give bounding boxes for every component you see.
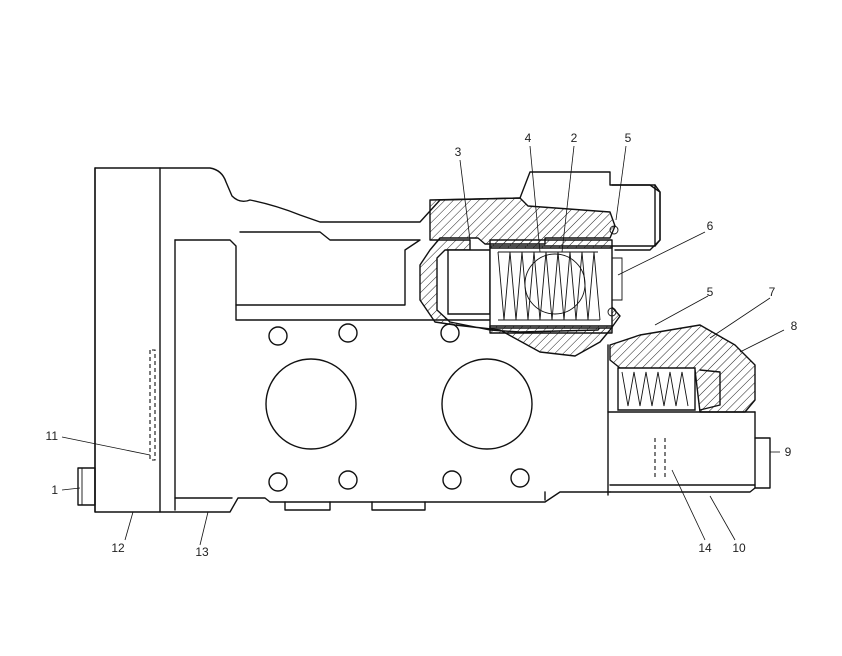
left-details: [77, 349, 156, 506]
lower-spring-cage: [617, 367, 696, 411]
callout-7: 7: [769, 285, 776, 299]
callout-11: 11: [46, 429, 59, 443]
lower-body-outline: [609, 411, 756, 493]
large-port-left: [265, 358, 357, 450]
leaders: [61, 145, 785, 546]
plug-9: [754, 437, 771, 489]
callout-13: 13: [195, 545, 209, 559]
screw-1: [77, 467, 96, 506]
callout-3: 3: [455, 145, 462, 159]
callout-1: 1: [51, 483, 58, 497]
valve-plunger: [447, 249, 491, 315]
housing: [94, 167, 661, 513]
retaining-ring-top: [609, 225, 619, 235]
callout-5-upper: 5: [625, 131, 632, 145]
callout-9: 9: [785, 445, 792, 459]
callout-12: 12: [111, 541, 125, 555]
callout-6: 6: [707, 219, 714, 233]
callout-4: 4: [525, 131, 532, 145]
callout-labels: 1 2 3 4 5 5 6 7 8 9 10 11 12 13 14: [46, 131, 798, 559]
lower-plunger: [699, 369, 721, 411]
callout-8: 8: [791, 319, 798, 333]
gasket-11: [149, 349, 156, 461]
body-top-outline: [159, 167, 661, 251]
callout-5-lower: 5: [707, 285, 714, 299]
callout-10: 10: [732, 541, 746, 555]
spring: [497, 251, 601, 321]
lower-valve: [607, 324, 771, 496]
valve-cap: [611, 184, 661, 247]
ball: [524, 253, 586, 315]
lower-spring: [621, 371, 689, 407]
bottom-foot-left: [284, 501, 331, 511]
callout-2: 2: [571, 131, 578, 145]
large-port-right: [441, 358, 533, 450]
port-holes: [265, 323, 533, 492]
upper-valve: [419, 184, 661, 357]
bottom-foot-right: [371, 501, 426, 511]
inner-cavity: [174, 231, 421, 306]
end-plate: [94, 167, 161, 513]
callout-14: 14: [698, 541, 712, 555]
body-bottom-outline: [159, 491, 611, 513]
